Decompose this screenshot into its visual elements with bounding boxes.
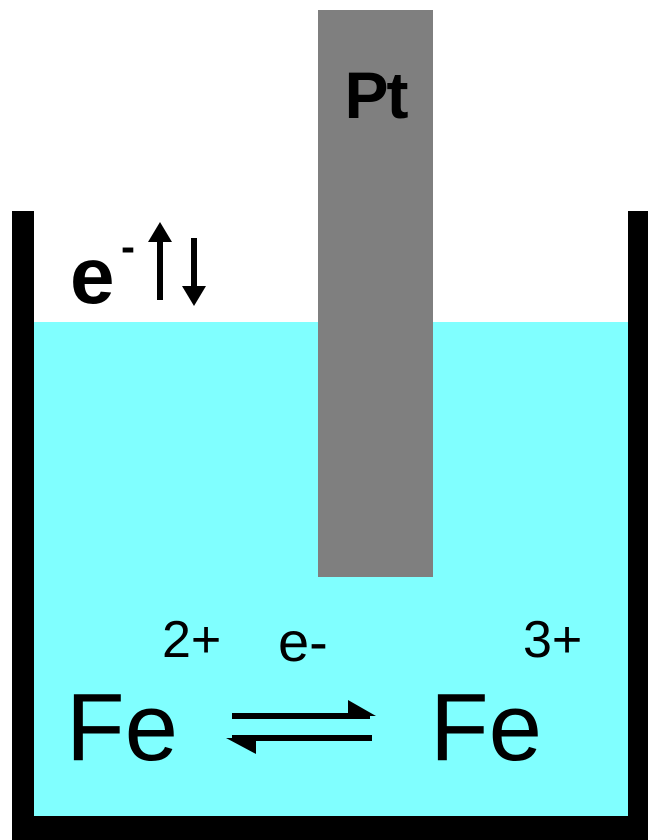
electron-charge: - xyxy=(121,223,135,270)
beaker-right-wall xyxy=(628,211,648,840)
reactant-symbol: Fe xyxy=(66,674,179,781)
reverse-half-arrow-icon xyxy=(226,735,372,754)
reactant-charge: 2+ xyxy=(162,611,222,669)
electrode-label: Pt xyxy=(344,58,409,132)
beaker-left-wall xyxy=(12,211,34,840)
reaction-electron-label: e- xyxy=(278,610,328,673)
electron-symbol: e xyxy=(70,231,115,320)
down-arrow-icon xyxy=(182,238,206,306)
up-arrow-icon xyxy=(148,222,172,300)
product-symbol: Fe xyxy=(430,674,543,781)
beaker-floor xyxy=(12,816,648,840)
platinum-electrode: Pt xyxy=(318,10,433,577)
forward-half-arrow-icon xyxy=(232,700,376,719)
product-charge: 3+ xyxy=(523,611,583,669)
